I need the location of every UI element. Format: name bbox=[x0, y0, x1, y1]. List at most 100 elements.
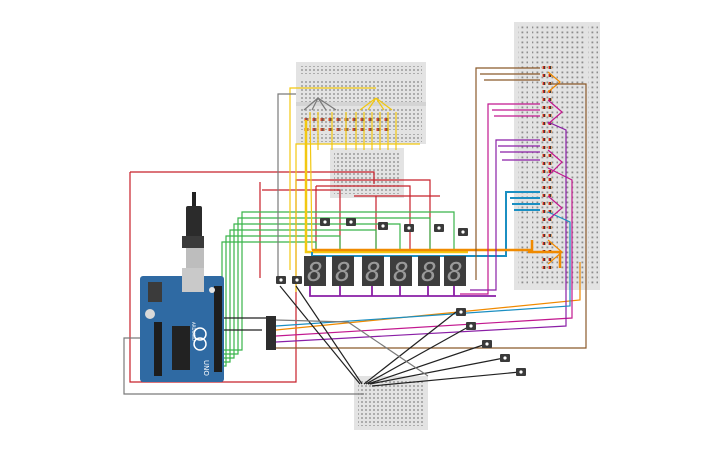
wire-yellow bbox=[359, 97, 393, 111]
resistor bbox=[384, 118, 389, 121]
seven-segment-display: 8 bbox=[418, 256, 440, 288]
resistor bbox=[328, 128, 333, 131]
seven-segment-display: 8 bbox=[332, 256, 354, 288]
resistor bbox=[304, 118, 309, 121]
resistor bbox=[542, 138, 546, 141]
resistor bbox=[548, 146, 552, 149]
seven-segment-display: 8 bbox=[362, 256, 384, 288]
sensor-module bbox=[482, 340, 492, 348]
wire-cyan bbox=[275, 211, 571, 327]
segment-digit: 8 bbox=[307, 258, 323, 288]
sensor-module bbox=[434, 224, 444, 232]
resistor bbox=[548, 98, 552, 101]
wire-gray bbox=[123, 337, 364, 395]
resistor bbox=[320, 128, 325, 131]
wires bbox=[123, 67, 587, 395]
wire-yellow bbox=[309, 111, 397, 251]
sensor-module bbox=[500, 354, 510, 362]
segment-digit: 8 bbox=[365, 258, 381, 288]
wire-purple bbox=[275, 121, 567, 343]
resistor bbox=[548, 186, 552, 189]
resistor bbox=[548, 242, 552, 245]
segment-digit: 8 bbox=[393, 258, 409, 288]
wire-green bbox=[206, 223, 401, 359]
seven-segment-display: 8 bbox=[444, 256, 466, 288]
resistor bbox=[328, 118, 333, 121]
sensor-module bbox=[378, 222, 388, 230]
resistor bbox=[542, 186, 546, 189]
wire-cyan bbox=[311, 191, 540, 257]
resistor bbox=[320, 118, 325, 121]
wire-yellow bbox=[304, 120, 468, 254]
resistor bbox=[542, 154, 546, 157]
resistor bbox=[352, 118, 357, 121]
resistor bbox=[548, 202, 552, 205]
resistor bbox=[312, 128, 317, 131]
resistor bbox=[548, 66, 552, 69]
resistor bbox=[548, 162, 552, 165]
resistor bbox=[542, 266, 546, 269]
resistor bbox=[542, 210, 546, 213]
sensor-components bbox=[276, 218, 526, 376]
wire-green bbox=[206, 217, 431, 355]
seven-segment-display: 8 bbox=[390, 256, 412, 288]
segment-digit: 8 bbox=[335, 258, 351, 288]
segment-digit: 8 bbox=[447, 258, 463, 288]
resistor bbox=[360, 118, 365, 121]
wire-green bbox=[206, 211, 455, 351]
resistor-array-right bbox=[542, 66, 552, 269]
resistor bbox=[548, 106, 552, 109]
resistor bbox=[542, 114, 546, 117]
sensor-module bbox=[346, 218, 356, 226]
sensor-module bbox=[276, 276, 286, 284]
resistor bbox=[548, 210, 552, 213]
wire-magenta bbox=[460, 103, 540, 295]
sensor-module bbox=[292, 276, 302, 284]
resistor bbox=[542, 74, 546, 77]
resistor bbox=[376, 128, 381, 131]
resistor bbox=[542, 66, 546, 69]
arduino-board: UNO ARDUINO bbox=[140, 268, 224, 382]
sensor-module bbox=[404, 224, 414, 232]
resistor bbox=[542, 226, 546, 229]
resistor bbox=[542, 218, 546, 221]
breadboard-small-middle bbox=[330, 148, 404, 198]
wire-orange bbox=[275, 262, 581, 331]
wire-gray bbox=[277, 93, 296, 280]
resistor bbox=[352, 128, 357, 131]
sensor-module bbox=[458, 228, 468, 236]
resistor bbox=[548, 234, 552, 237]
wire-magenta bbox=[547, 99, 563, 221]
resistor bbox=[542, 234, 546, 237]
resistor bbox=[548, 154, 552, 157]
resistor bbox=[542, 98, 546, 101]
seven-segment-display: 8 bbox=[304, 256, 326, 288]
resistor bbox=[376, 118, 381, 121]
resistor bbox=[368, 118, 373, 121]
resistor bbox=[542, 106, 546, 109]
resistor bbox=[542, 178, 546, 181]
resistor bbox=[548, 178, 552, 181]
resistor bbox=[542, 170, 546, 173]
resistor bbox=[548, 194, 552, 197]
arduino-uno-label: UNO bbox=[202, 360, 210, 376]
wire-red bbox=[354, 195, 440, 250]
resistor bbox=[312, 118, 317, 121]
resistor bbox=[548, 226, 552, 229]
resistor bbox=[548, 130, 552, 133]
shift-register-ic bbox=[266, 316, 276, 350]
resistor bbox=[384, 128, 389, 131]
resistor bbox=[360, 128, 365, 131]
wire-gray bbox=[275, 319, 429, 377]
resistor bbox=[542, 162, 546, 165]
wire-orange bbox=[547, 71, 563, 265]
wire-yellow bbox=[289, 87, 420, 292]
resistor bbox=[542, 90, 546, 93]
resistor bbox=[548, 114, 552, 117]
wire-purple bbox=[470, 139, 540, 291]
wire-magenta bbox=[275, 167, 573, 337]
breadboard-bottom bbox=[354, 376, 428, 430]
resistor bbox=[368, 128, 373, 131]
